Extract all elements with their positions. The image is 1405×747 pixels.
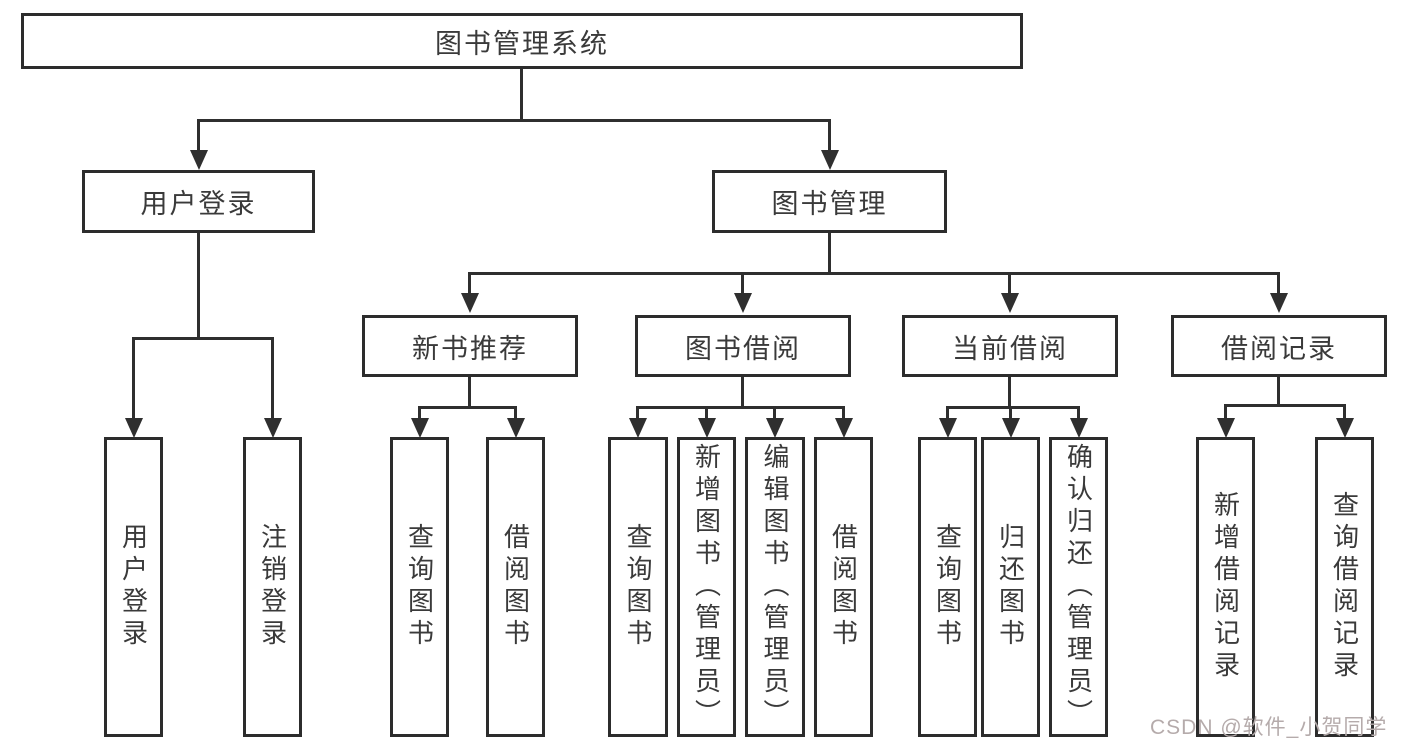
node-borrow-books-recommend: 借阅图书 [486, 437, 545, 737]
node-label: 归还图书 [995, 523, 1026, 651]
node-label: 新增借阅记录 [1210, 491, 1241, 683]
connector-line [1008, 377, 1011, 408]
connector-line [946, 406, 949, 420]
node-label: 图书管理系统 [435, 28, 609, 59]
connector-line [636, 406, 845, 409]
node-logout-action: 注销登录 [243, 437, 302, 737]
arrowhead-down-icon [411, 418, 429, 438]
connector-line [468, 272, 1280, 275]
node-query-books-recommend: 查询图书 [390, 437, 449, 737]
connector-line [468, 272, 471, 295]
node-label: 新书推荐 [412, 333, 528, 364]
node-label: 当前借阅 [952, 333, 1068, 364]
node-borrow-books-borrow: 借阅图书 [814, 437, 873, 737]
connector-line [1224, 404, 1346, 407]
node-book-borrowing: 图书借阅 [635, 315, 851, 377]
connector-line [828, 233, 831, 274]
node-add-borrow-record: 新增借阅记录 [1196, 437, 1255, 737]
connector-line [132, 337, 135, 420]
arrowhead-down-icon [264, 418, 282, 438]
connector-line [636, 406, 639, 420]
connector-line [773, 406, 776, 420]
node-edit-book-admin: 编辑图书（管理员） [745, 437, 805, 737]
node-current-borrowing: 当前借阅 [902, 315, 1118, 377]
arrowhead-down-icon [1001, 293, 1019, 313]
connector-line [197, 119, 831, 122]
node-new-book-recommendation: 新书推荐 [362, 315, 578, 377]
node-query-borrow-record: 查询借阅记录 [1315, 437, 1374, 737]
connector-line [1077, 406, 1080, 420]
connector-line [1343, 404, 1346, 420]
connector-line [1224, 404, 1227, 420]
node-borrowing-records: 借阅记录 [1171, 315, 1387, 377]
arrowhead-down-icon [821, 150, 839, 170]
connector-line [1277, 377, 1280, 406]
node-label: 新增图书（管理员） [691, 443, 722, 731]
node-label: 编辑图书（管理员） [760, 443, 790, 731]
node-user-login-action: 用户登录 [104, 437, 163, 737]
node-label: 注销登录 [257, 523, 288, 651]
node-label: 确认归还（管理员） [1063, 443, 1094, 731]
arrowhead-down-icon [190, 150, 208, 170]
node-library-management-system: 图书管理系统 [21, 13, 1023, 69]
arrowhead-down-icon [507, 418, 525, 438]
connector-line [1009, 406, 1012, 420]
node-confirm-return-admin: 确认归还（管理员） [1049, 437, 1108, 737]
connector-line [468, 377, 471, 408]
connector-line [418, 406, 421, 420]
arrowhead-down-icon [698, 418, 716, 438]
arrowhead-down-icon [1217, 418, 1235, 438]
connector-line [946, 406, 1080, 409]
node-query-books-borrow: 查询图书 [608, 437, 668, 737]
node-user-login: 用户登录 [82, 170, 315, 233]
node-label: 借阅图书 [500, 523, 531, 651]
arrowhead-down-icon [1070, 418, 1088, 438]
arrowhead-down-icon [766, 418, 784, 438]
arrowhead-down-icon [125, 418, 143, 438]
node-label: 用户登录 [118, 523, 149, 651]
arrowhead-down-icon [835, 418, 853, 438]
node-label: 用户登录 [140, 189, 257, 219]
connector-line [520, 69, 523, 121]
node-book-management: 图书管理 [712, 170, 947, 233]
node-label: 查询借阅记录 [1329, 491, 1360, 683]
connector-line [705, 406, 708, 420]
node-label: 查询图书 [404, 523, 435, 651]
node-label: 查询图书 [932, 523, 963, 651]
connector-line [514, 406, 517, 420]
connector-line [1277, 272, 1280, 295]
arrowhead-down-icon [939, 418, 957, 438]
connector-line [741, 377, 744, 408]
connector-line [1008, 272, 1011, 295]
node-label: 借阅图书 [828, 523, 859, 651]
node-add-book-admin: 新增图书（管理员） [677, 437, 736, 737]
connector-line [271, 337, 274, 420]
connector-line [842, 406, 845, 420]
node-query-books-current: 查询图书 [918, 437, 977, 737]
csdn-watermark: CSDN @软件_小贺同学 [1150, 716, 1388, 739]
node-label: 图书管理 [771, 189, 888, 219]
connector-line [197, 119, 200, 152]
arrowhead-down-icon [629, 418, 647, 438]
connector-line [418, 406, 517, 409]
connector-line [132, 337, 274, 340]
arrowhead-down-icon [734, 293, 752, 313]
arrowhead-down-icon [1002, 418, 1020, 438]
arrowhead-down-icon [461, 293, 479, 313]
connector-line [197, 233, 200, 339]
connector-line [828, 119, 831, 152]
node-label: 查询图书 [623, 523, 653, 651]
arrowhead-down-icon [1270, 293, 1288, 313]
connector-line [741, 272, 744, 295]
node-label: 图书借阅 [685, 333, 801, 364]
node-label: 借阅记录 [1221, 333, 1337, 364]
node-return-books: 归还图书 [981, 437, 1040, 737]
arrowhead-down-icon [1336, 418, 1354, 438]
